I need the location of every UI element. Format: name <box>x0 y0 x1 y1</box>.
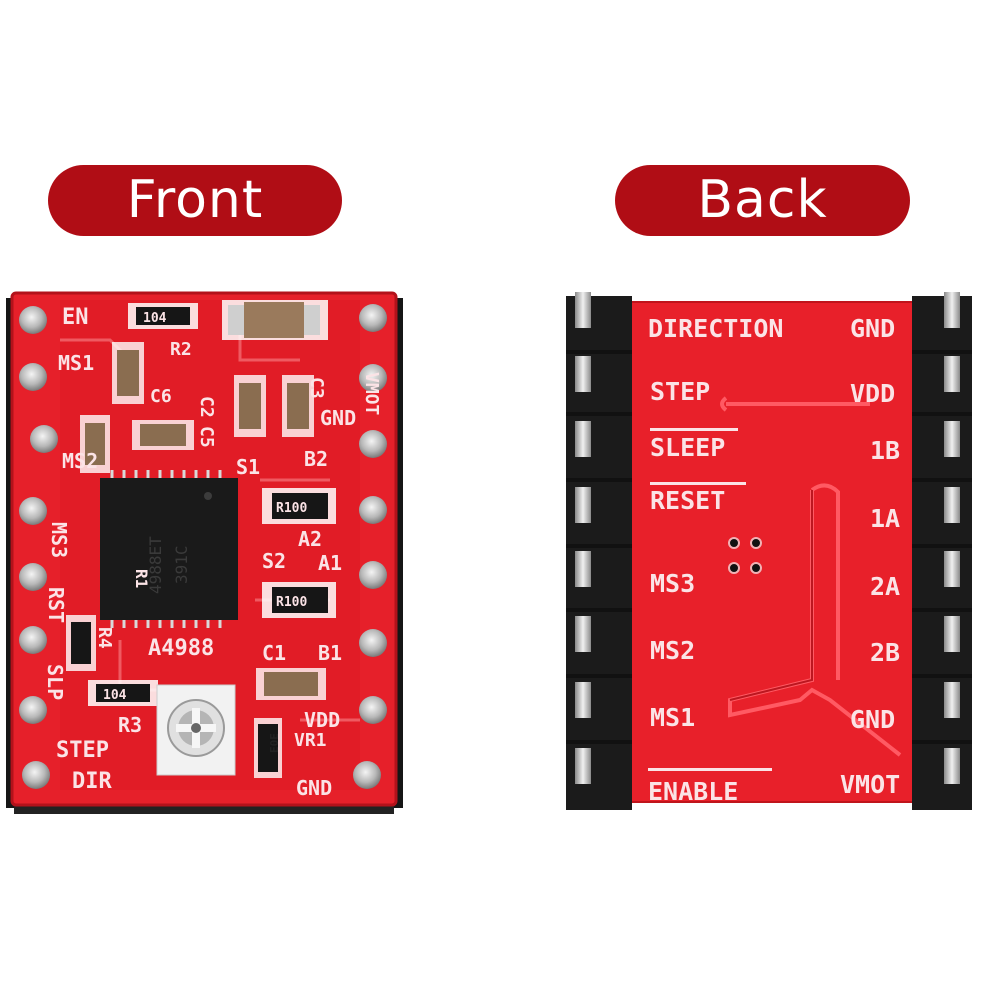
silk-en: EN <box>62 305 89 330</box>
front-capacitor <box>222 300 328 340</box>
back-labels-right: GND VDD 1B 1A 2A 2B GND VMOT <box>840 314 900 799</box>
back-label-sleep: SLEEP <box>650 433 725 462</box>
resistor-label-2: R100 <box>276 501 307 516</box>
silk-c6: C6 <box>150 386 172 407</box>
silk-dir: DIR <box>72 769 112 794</box>
silk-ms2: MS2 <box>62 449 98 473</box>
back-vias <box>728 537 762 574</box>
silk-r4: R4 <box>94 627 115 649</box>
back-label-ms1: MS1 <box>650 703 695 732</box>
silk-step: STEP <box>56 738 109 763</box>
back-label-ms3: MS3 <box>650 569 695 598</box>
silk-vdd: VDD <box>304 708 340 732</box>
back-pcb <box>620 302 920 802</box>
back-header-left <box>566 292 632 810</box>
silk-ms1: MS1 <box>58 351 94 375</box>
back-label-enable: ENABLE <box>648 777 738 806</box>
chip-marking-2: 391C <box>172 545 191 584</box>
front-pins-right <box>353 304 387 789</box>
chip-marking-1: 4988ET <box>146 536 165 594</box>
silk-r3: R3 <box>118 713 142 737</box>
resistor-label-5: E0E <box>268 733 281 753</box>
back-label-gnd-2: GND <box>850 705 895 734</box>
silk-vr1: VR1 <box>294 730 327 751</box>
back-label-1b: 1B <box>870 436 900 465</box>
resistor-label-1: 104 <box>143 311 167 326</box>
silk-a4988: A4988 <box>148 636 214 661</box>
silk-s1: S1 <box>236 455 260 479</box>
back-label-2b: 2B <box>870 638 900 667</box>
silk-r2: R2 <box>170 339 192 360</box>
back-label-direction: DIRECTION <box>648 314 783 343</box>
silk-a2: A2 <box>298 527 322 551</box>
a4988-chip: 4988ET 391C <box>100 470 238 628</box>
silk-s2: S2 <box>262 549 286 573</box>
silk-b1: B1 <box>318 641 342 665</box>
back-label-gnd-1: GND <box>850 314 895 343</box>
back-label-vmot: VMOT <box>840 770 900 799</box>
resistor-label-4: 104 <box>103 688 127 703</box>
front-silkscreen: EN MS1 MS2 MS3 RST SLP STEP DIR R2 C6 C2… <box>43 305 382 800</box>
silk-gnd-2: GND <box>296 776 332 800</box>
silk-a1: A1 <box>318 551 342 575</box>
silk-c3: C3 <box>306 377 327 399</box>
back-label-vdd: VDD <box>850 379 895 408</box>
back-label-1a: 1A <box>870 504 900 533</box>
silk-b2: B2 <box>304 447 328 471</box>
back-labels-left: DIRECTION STEP SLEEP RESET MS3 MS2 MS1 E… <box>648 314 783 806</box>
front-smd-parts: 104 R100 R100 104 <box>66 303 336 778</box>
silk-c2: C2 <box>196 396 217 418</box>
silk-rst: RST <box>44 587 68 623</box>
front-header-right <box>393 298 403 808</box>
silk-ms3: MS3 <box>47 522 71 558</box>
back-label-reset: RESET <box>650 486 725 515</box>
back-header-right <box>912 292 972 810</box>
silk-slp: SLP <box>43 664 67 700</box>
resistor-label-3: R100 <box>276 595 307 610</box>
back-label: Back <box>615 165 910 236</box>
back-label-step: STEP <box>650 377 710 406</box>
potentiometer[interactable] <box>156 684 236 776</box>
silk-r1: R1 <box>132 569 151 588</box>
front-pins-left <box>19 306 58 789</box>
back-label-2a: 2A <box>870 572 900 601</box>
front-label: Front <box>48 165 342 236</box>
silk-gnd-1: GND <box>320 406 356 430</box>
silk-vmot: VMOT <box>361 372 382 416</box>
back-label-ms2: MS2 <box>650 636 695 665</box>
silk-c5: C5 <box>196 426 217 448</box>
silk-c1: C1 <box>262 641 286 665</box>
